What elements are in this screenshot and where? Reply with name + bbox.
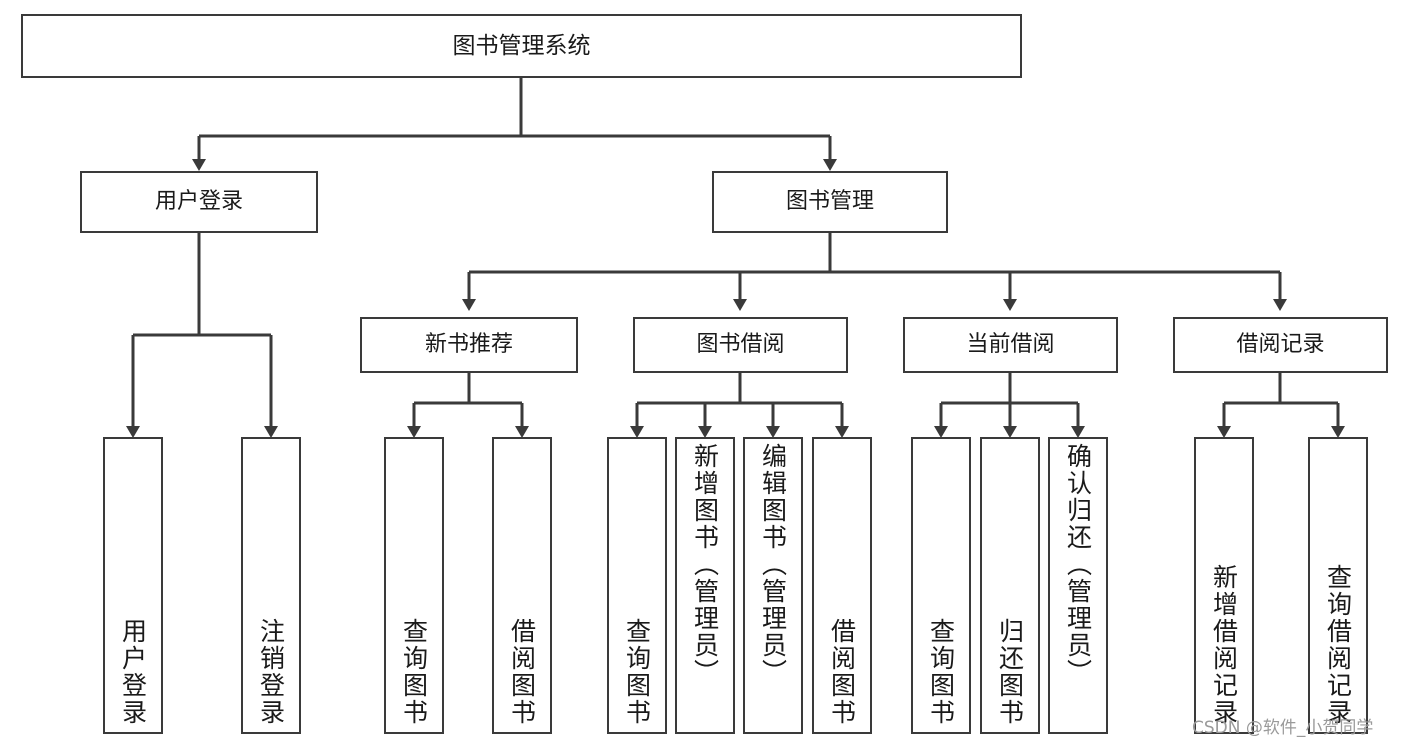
node-root-label: 图书管理系统 — [452, 32, 591, 59]
node-book-borrow[interactable]: 图书借阅 — [633, 317, 848, 373]
node-leaf-logout-login[interactable]: 注销登录 — [241, 437, 301, 734]
node-leaf-query-book-2-label: 查询图书 — [622, 618, 652, 726]
node-leaf-edit-book-label: 编辑图书（管理员） — [758, 443, 788, 686]
node-book-management[interactable]: 图书管理 — [712, 171, 948, 233]
node-leaf-user-login[interactable]: 用户登录 — [103, 437, 163, 734]
node-book-borrow-label: 图书借阅 — [696, 332, 785, 358]
node-current-borrow[interactable]: 当前借阅 — [903, 317, 1118, 373]
node-user-login-label: 用户登录 — [154, 189, 243, 215]
node-leaf-borrow-book-1-label: 借阅图书 — [507, 618, 537, 726]
node-leaf-add-record[interactable]: 新增借阅记录 — [1194, 437, 1254, 734]
node-current-borrow-label: 当前借阅 — [966, 332, 1055, 358]
node-leaf-borrow-book-1[interactable]: 借阅图书 — [492, 437, 552, 734]
node-leaf-add-book-label: 新增图书（管理员） — [690, 443, 720, 686]
node-leaf-edit-book[interactable]: 编辑图书（管理员） — [743, 437, 803, 734]
node-leaf-confirm-return[interactable]: 确认归还（管理员） — [1048, 437, 1108, 734]
node-leaf-query-book-3[interactable]: 查询图书 — [911, 437, 971, 734]
node-leaf-query-book-3-label: 查询图书 — [926, 618, 956, 726]
node-new-book-recommend[interactable]: 新书推荐 — [360, 317, 578, 373]
node-leaf-return-book[interactable]: 归还图书 — [980, 437, 1040, 734]
node-leaf-borrow-book-2-label: 借阅图书 — [827, 618, 857, 726]
node-leaf-query-record-label: 查询借阅记录 — [1323, 564, 1353, 726]
node-leaf-query-book-1[interactable]: 查询图书 — [384, 437, 444, 734]
node-leaf-query-record[interactable]: 查询借阅记录 — [1308, 437, 1368, 734]
node-leaf-add-record-label: 新增借阅记录 — [1209, 564, 1239, 726]
node-root[interactable]: 图书管理系统 — [21, 14, 1022, 78]
node-leaf-logout-login-label: 注销登录 — [256, 618, 286, 726]
node-borrow-record-label: 借阅记录 — [1236, 332, 1325, 358]
node-new-book-recommend-label: 新书推荐 — [424, 332, 513, 358]
node-leaf-user-login-label: 用户登录 — [118, 618, 148, 726]
node-leaf-borrow-book-2[interactable]: 借阅图书 — [812, 437, 872, 734]
node-leaf-query-book-2[interactable]: 查询图书 — [607, 437, 667, 734]
node-borrow-record[interactable]: 借阅记录 — [1173, 317, 1388, 373]
node-leaf-confirm-return-label: 确认归还（管理员） — [1063, 443, 1093, 686]
node-user-login[interactable]: 用户登录 — [80, 171, 318, 233]
node-book-management-label: 图书管理 — [785, 189, 874, 215]
node-leaf-return-book-label: 归还图书 — [995, 618, 1025, 726]
node-leaf-query-book-1-label: 查询图书 — [399, 618, 429, 726]
node-leaf-add-book[interactable]: 新增图书（管理员） — [675, 437, 735, 734]
watermark-text: CSDN @软件_小贺同学 — [1192, 718, 1374, 738]
